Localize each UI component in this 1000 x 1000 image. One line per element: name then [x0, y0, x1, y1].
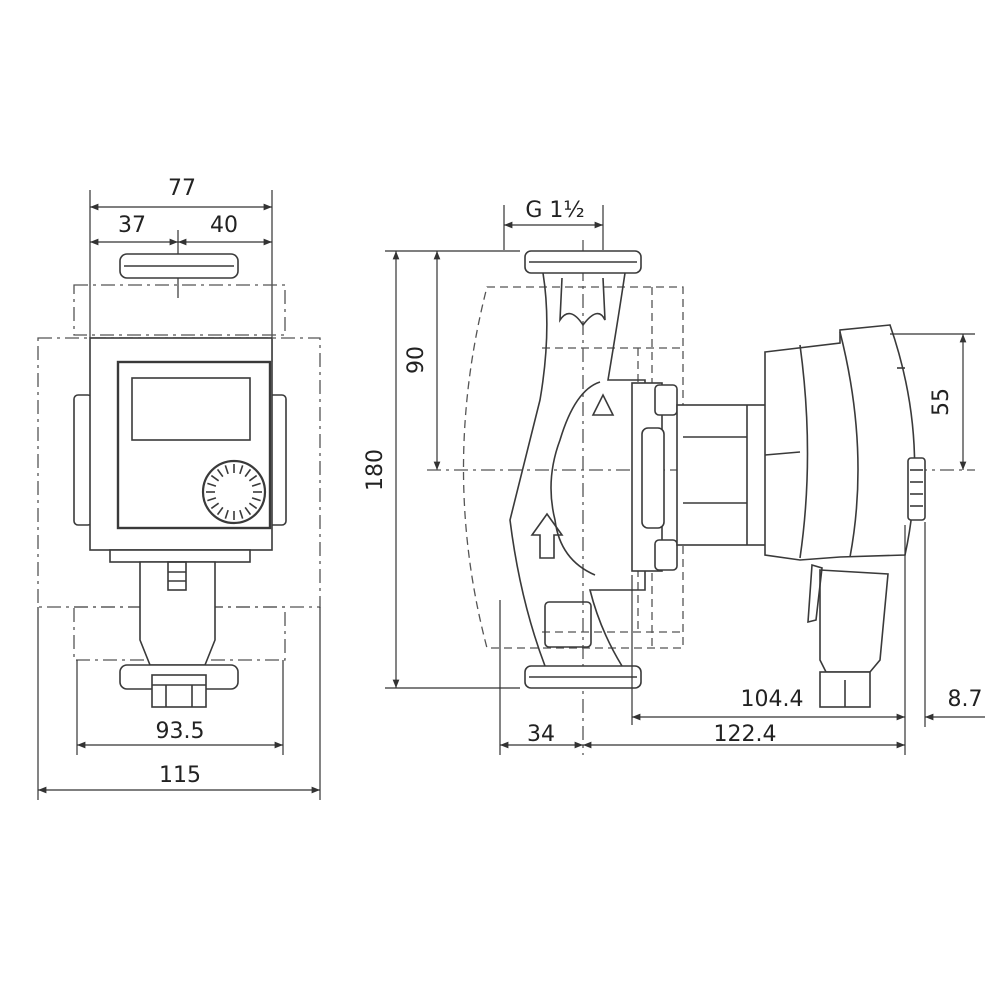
dial-tick: [248, 474, 258, 482]
side-view: G 1½ 180 90: [363, 198, 985, 755]
dial-tick: [216, 468, 224, 478]
dial-tick: [207, 482, 217, 487]
dim-label-37: 37: [118, 213, 146, 238]
dim-label-180: 180: [363, 449, 388, 491]
control-dial-icon: [201, 459, 267, 525]
control-panel: [116, 360, 272, 530]
dial-tick: [251, 482, 261, 487]
dial-tick: [216, 506, 224, 516]
flow-arrow-up-icon: [530, 512, 564, 559]
motor-shaft-housing: [676, 404, 768, 546]
flow-arrow-small-icon: [591, 393, 615, 416]
dim-label-93-5: 93.5: [156, 719, 205, 744]
dial-tick: [224, 509, 229, 519]
dim-label-8-7: 8.7: [948, 687, 983, 712]
terminal-neck: [139, 561, 216, 666]
dim-label-122-4: 122.4: [714, 722, 777, 747]
dial-tick: [224, 465, 229, 475]
dial-tick: [244, 506, 252, 516]
dial-tick: [239, 509, 244, 519]
dim-label-104-4: 104.4: [741, 687, 804, 712]
dim-label-90: 90: [404, 346, 429, 374]
dial-tick: [239, 465, 244, 475]
dim-label-55: 55: [929, 388, 954, 416]
dim-label-77: 77: [168, 176, 196, 201]
dim-label-thread: G 1½: [525, 198, 584, 223]
dim-label-34: 34: [527, 722, 555, 747]
dial-tick: [210, 502, 220, 510]
dial-tick: [244, 468, 252, 478]
dial-tick: [210, 474, 220, 482]
power-connector: [819, 569, 889, 673]
manual-knob: [907, 457, 926, 521]
dial-tick: [248, 502, 258, 510]
dial-tick: [207, 497, 217, 502]
display-window: [131, 377, 251, 441]
dim-label-40: 40: [210, 213, 238, 238]
electronics-module: [764, 324, 916, 561]
dial-tick: [251, 497, 261, 502]
dim-label-115: 115: [159, 763, 201, 788]
plug: [151, 674, 207, 708]
front-view: 77 37 40: [37, 176, 321, 800]
